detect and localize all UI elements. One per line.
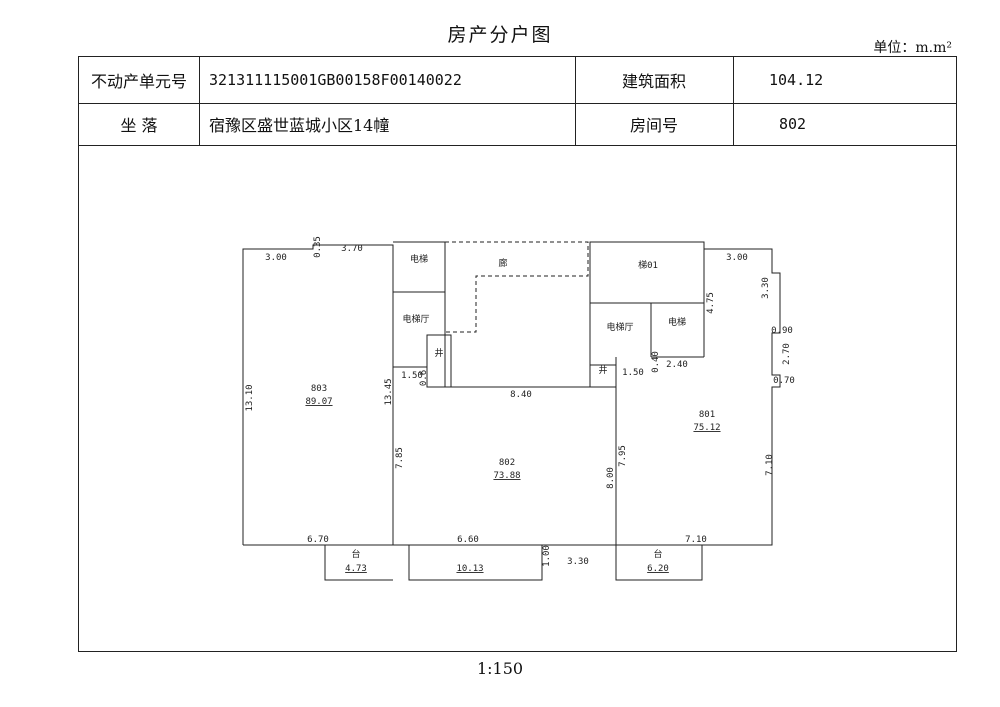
- elevator-hall-left-label: 电梯厅: [402, 313, 429, 325]
- dim-label: 0.90: [771, 326, 793, 336]
- dim-label: 7.95: [618, 445, 628, 467]
- balcony-left-outline: [324, 545, 393, 581]
- scale-label: 1:150: [476, 659, 524, 678]
- dim-label: 3.70: [341, 244, 363, 254]
- unit-801-number: 801: [699, 410, 715, 420]
- balcony-right-outline: [615, 544, 703, 581]
- dim-label: 7.85: [395, 447, 405, 469]
- room-number-label: 房间号: [629, 116, 678, 135]
- room-number-value: 802: [779, 115, 807, 133]
- balcony-mid-area: 10.13: [456, 564, 483, 574]
- dim-label: 1.50: [622, 368, 644, 378]
- area-value: 104.12: [769, 71, 824, 89]
- unit-803-outline: [242, 244, 394, 546]
- dim-label: 7.10: [685, 535, 707, 545]
- dim-label: 1.50: [401, 371, 423, 381]
- dim-label: 0.35: [313, 236, 323, 258]
- unit-803-number: 803: [311, 384, 327, 394]
- balcony-left-label: 台: [351, 548, 360, 560]
- dim-label: 13.45: [384, 378, 394, 405]
- balcony-right-label: 台: [653, 548, 662, 560]
- balcony-left-area: 4.73: [345, 564, 367, 574]
- unit-number-label: 不动产单元号: [90, 72, 187, 91]
- dim-label: 2.40: [666, 360, 688, 370]
- table-divider: [79, 103, 956, 104]
- unit-label: 单位：m.m²: [873, 40, 952, 56]
- table-divider: [199, 57, 200, 145]
- unit-number-value: 321311115001GB00158F00140022: [209, 71, 462, 89]
- dim-label: 7.10: [765, 454, 775, 476]
- dim-label: 6.60: [457, 535, 479, 545]
- stair-outline: [589, 241, 705, 304]
- unit-802-number: 802: [499, 458, 515, 468]
- dim-label: 6.70: [307, 535, 329, 545]
- balcony-mid-outline: [408, 545, 543, 581]
- dim-label: 8.40: [510, 390, 532, 400]
- dim-label: 3.00: [265, 253, 287, 263]
- unit-802-area: 73.88: [493, 471, 520, 481]
- unit-802-outline: [392, 367, 617, 546]
- document-frame: 不动产单元号 321311115001GB00158F00140022 建筑面积…: [78, 56, 957, 652]
- dim-label: 3.30: [567, 557, 589, 567]
- unit-803-area: 89.07: [305, 397, 332, 407]
- area-label: 建筑面积: [621, 72, 686, 91]
- balcony-right-area: 6.20: [647, 564, 669, 574]
- corridor-outline: [445, 241, 589, 333]
- dim-label: 2.70: [782, 343, 792, 365]
- location-value: 宿豫区盛世蓝城小区14幢: [209, 116, 390, 135]
- elevator-hall-right-label: 电梯厅: [606, 321, 633, 333]
- dim-label: 0.6: [419, 370, 429, 386]
- location-label: 坐 落: [120, 116, 158, 135]
- unit-801-outline: [616, 248, 781, 546]
- corridor-label: 廊: [498, 257, 507, 269]
- dim-label: 1.00: [542, 545, 552, 567]
- table-divider: [575, 57, 576, 145]
- dim-label: 13.10: [245, 384, 255, 411]
- page-title: 房产分户图: [447, 24, 553, 46]
- dim-label: 0.40: [651, 351, 661, 373]
- dim-label: 4.75: [706, 292, 716, 314]
- table-divider: [79, 145, 956, 146]
- dim-label: 0.70: [773, 376, 795, 386]
- unit-801-area: 75.12: [693, 423, 720, 433]
- shaft-right-label: 井: [598, 364, 607, 376]
- stair-label: 梯01: [638, 259, 658, 271]
- dim-label: 8.00: [606, 467, 616, 489]
- dim-label: 3.00: [726, 253, 748, 263]
- dim-label: 3.30: [761, 277, 771, 299]
- shaft-left-outline: [426, 334, 452, 388]
- elevator-left-label: 电梯: [410, 253, 428, 265]
- shaft-left-label: 井: [434, 347, 443, 359]
- table-divider: [733, 57, 734, 145]
- elevator-right-label: 电梯: [668, 316, 686, 328]
